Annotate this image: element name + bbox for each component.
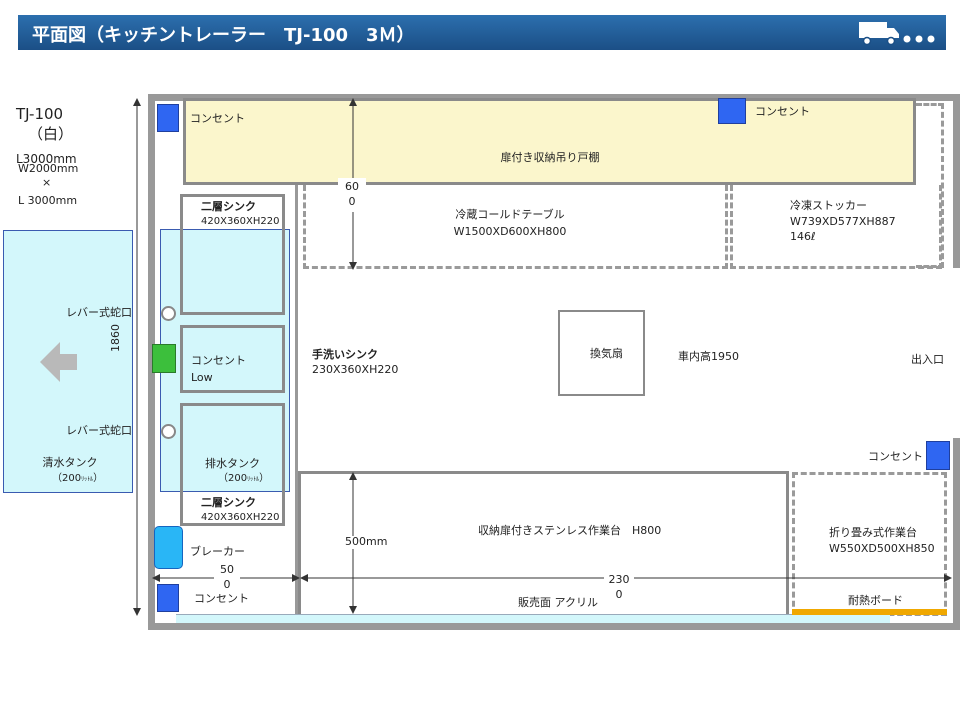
freezer-zone [730, 185, 942, 269]
dim-500-bg [214, 562, 240, 594]
cold-table-zone [303, 185, 728, 269]
folding-bench-label: 折り畳み式作業台 [829, 526, 917, 539]
model-label: TJ-100 [16, 105, 64, 123]
times-label: × [42, 176, 52, 189]
shelf-depth-bottom: 0 [348, 195, 356, 208]
storage-shelf [183, 98, 916, 185]
freezer-dim: W739XD577XH887 [790, 215, 896, 228]
height-dimension-line [133, 98, 141, 616]
faucet-bottom-icon [161, 424, 176, 439]
breaker-icon [154, 526, 183, 569]
shelf-depth-top: 60 [345, 180, 359, 193]
fan-label: 換気扇 [590, 347, 623, 360]
acrylic-panel [176, 614, 890, 623]
double-sink-top-dim: 420X360XH220 [201, 216, 280, 227]
ventilation-fan [558, 310, 645, 396]
width-dimension-lines [152, 574, 952, 582]
outlet-right-label: コンセント [868, 450, 923, 463]
drain-tank-label: 排水タンク [205, 457, 260, 470]
dim-2300-bottom: 0 [615, 588, 623, 601]
cold-table-dim: W1500XD600XH800 [453, 225, 567, 238]
page-title: 平面図（キッチントレーラー TJ-100 3Ｍ） [32, 25, 415, 46]
width-label: W2000mm [18, 162, 79, 175]
acrylic-label: 販売面 アクリル [518, 596, 598, 609]
faucet-bottom-label: レバー式蛇口 [66, 424, 132, 437]
color-label: （白） [28, 125, 74, 143]
folding-bench-dim: W550XD500XH850 [829, 542, 935, 555]
height-1860-label: 1860 [109, 324, 122, 352]
heat-board [792, 609, 947, 615]
green-outlet-icon [152, 344, 176, 373]
double-sink-bottom-dim: 420X360XH220 [201, 512, 280, 523]
heat-board-label: 耐熱ボード [848, 594, 903, 607]
workbench-label: 収納扉付きステンレス作業台 H800 [478, 524, 662, 537]
ceiling-height-label: 車内高1950 [678, 350, 739, 363]
hand-sink-label: 手洗いシンク [312, 348, 378, 361]
freshwater-vol: （200ﾘｯﾄﾙ） [52, 473, 104, 484]
shelf-depth-bg [338, 178, 366, 212]
left-column [155, 101, 298, 622]
drain-tank-vol: （200ﾘｯﾄﾙ） [218, 473, 270, 484]
outlet-right-icon [926, 441, 950, 470]
dim-2300-top: 230 [608, 573, 630, 586]
hand-sink-dim: 230X360XH220 [312, 363, 399, 376]
freshwater-label: 清水タンク [42, 456, 98, 469]
faucet-top-icon [161, 306, 176, 321]
truck-icon [859, 22, 935, 46]
outlet-top-left-label: コンセント [190, 112, 245, 125]
double-sink-bottom-label: 二層シンク [201, 496, 256, 509]
door-label: 出入口 [911, 353, 944, 366]
freezer-vol: 146ℓ [790, 230, 816, 243]
faucet-top-label: レバー式蛇口 [66, 306, 132, 319]
shelf-label: 扉付き収納吊り戸棚 [500, 151, 600, 164]
freezer-label: 冷凍ストッカー [790, 199, 867, 212]
length-label: L 3000mm [18, 194, 78, 207]
low-outlet-box [180, 325, 285, 393]
length-top-label: L3000mm [16, 152, 77, 166]
double-sink-top-label: 二層シンク [201, 200, 256, 213]
low-outlet-label: コンセント [191, 354, 246, 367]
dim-500-bottom: 0 [223, 578, 231, 591]
dim-500-top: 50 [220, 563, 234, 576]
outlet-top-right-icon [718, 98, 746, 124]
breaker-label: ブレーカー [190, 545, 245, 558]
double-sink-top [180, 194, 285, 315]
outlet-top-right-label: コンセント [755, 105, 810, 118]
outlet-bottom-left-label: コンセント [194, 592, 249, 605]
door-opening [951, 268, 960, 438]
arrow-left-icon [40, 342, 77, 382]
stainless-workbench [298, 471, 789, 619]
outlet-bottom-left-icon [157, 584, 179, 612]
header-bar: 平面図（キッチントレーラー TJ-100 3Ｍ） [18, 15, 946, 50]
workbench-depth-label: 500mm [345, 535, 388, 549]
outlet-top-left-icon [157, 104, 179, 132]
low-outlet-low: Low [191, 371, 213, 384]
dim-2300-bg [604, 572, 634, 604]
cold-table-label: 冷蔵コールドテーブル [455, 208, 565, 221]
double-sink-bottom [180, 403, 285, 526]
